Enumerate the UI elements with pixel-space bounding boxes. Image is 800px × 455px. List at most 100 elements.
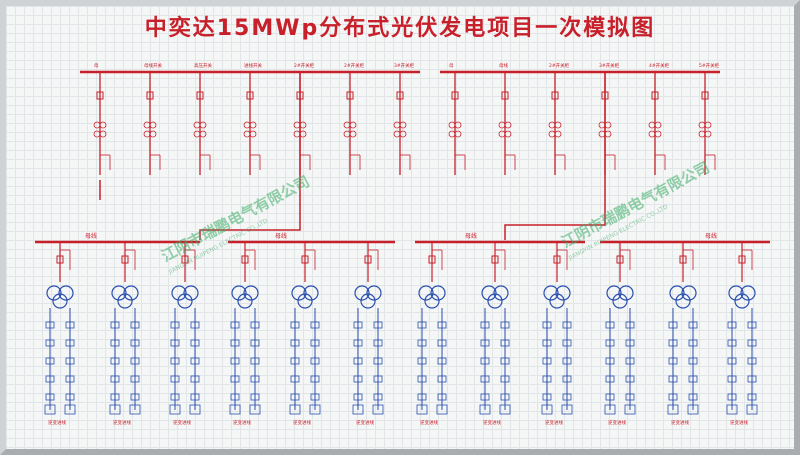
unit-caption: 逆变进线: [730, 419, 748, 426]
device-symbol: [562, 339, 572, 347]
device-symbol: [500, 339, 510, 347]
inverter-block: [189, 404, 201, 415]
device-symbol: [310, 339, 320, 347]
device-symbol: [605, 357, 615, 365]
device-symbol: [130, 339, 140, 347]
ct-symbol: [93, 121, 101, 129]
device-symbol: [45, 357, 55, 365]
feeder-label: 3#开关柜: [394, 62, 415, 69]
device-symbol: [190, 339, 200, 347]
feeder-bay: 高压开关: [193, 62, 212, 175]
device-symbol: [110, 339, 120, 347]
ct-symbol: [504, 130, 512, 138]
inverter-block: [169, 404, 181, 415]
device-symbol: [688, 321, 698, 329]
inverter-block: [624, 404, 636, 415]
tie-lines: [199, 72, 606, 240]
device-symbol: [500, 357, 510, 365]
inverter-block: [561, 404, 573, 415]
device-symbol: [668, 339, 678, 347]
inverter-unit: 逆变进线: [479, 242, 511, 426]
transformer-winding: [675, 293, 691, 309]
ct-symbol: [199, 130, 207, 138]
device-symbol: [417, 339, 427, 347]
unit-caption: 逆变进线: [233, 419, 251, 426]
ct-symbol: [598, 130, 606, 138]
feeder-bay: 2#开关柜: [548, 62, 570, 175]
ct-symbol: [349, 130, 357, 138]
device-symbol: [310, 357, 320, 365]
breaker-symbol: [501, 91, 509, 100]
inverter-block: [129, 404, 141, 415]
breaker-symbol: [491, 255, 499, 264]
transformer-winding: [297, 293, 313, 309]
device-symbol: [373, 393, 383, 401]
device-symbol: [437, 321, 447, 329]
device-symbol: [310, 321, 320, 329]
inverter-block: [541, 404, 553, 415]
device-symbol: [353, 393, 363, 401]
ct-symbol: [299, 130, 307, 138]
device-symbol: [353, 339, 363, 347]
device-symbol: [625, 321, 635, 329]
device-symbol: [542, 321, 552, 329]
ct-symbol: [548, 121, 556, 129]
device-symbol: [727, 321, 737, 329]
transformer-winding: [493, 285, 509, 301]
ct-symbol: [504, 121, 512, 129]
feeder-bay: 2#开关柜: [293, 62, 315, 175]
ct-symbol: [704, 121, 712, 129]
watermark-right: 江阴市瑞鹏电气有限公司: [558, 158, 712, 251]
ct-symbol: [498, 121, 506, 129]
bus-label: 母线: [465, 232, 477, 240]
device-symbol: [480, 339, 490, 347]
feeder-bay: 5#开关柜: [698, 62, 720, 175]
device-symbol: [250, 357, 260, 365]
transformer-winding: [734, 293, 750, 309]
device-symbol: [727, 339, 737, 347]
device-symbol: [290, 321, 300, 329]
ct-symbol: [349, 121, 357, 129]
breaker-symbol: [121, 255, 129, 264]
ct-symbol: [448, 130, 456, 138]
breaker-symbol: [181, 255, 189, 264]
feeder-bay: 进线开关: [243, 62, 262, 175]
ct-symbol: [554, 121, 562, 129]
device-symbol: [373, 357, 383, 365]
transformer-winding: [237, 293, 253, 309]
transformer-winding: [618, 285, 634, 301]
transformer-winding: [231, 285, 247, 301]
ct-symbol: [293, 121, 301, 129]
ct-symbol: [704, 130, 712, 138]
device-symbol: [130, 393, 140, 401]
inverter-block: [109, 404, 121, 415]
device-symbol: [562, 321, 572, 329]
transformer-winding: [360, 293, 376, 309]
device-symbol: [45, 339, 55, 347]
breaker-symbol: [616, 255, 624, 264]
device-symbol: [417, 321, 427, 329]
breaker-symbol: [553, 255, 561, 264]
device-symbol: [310, 375, 320, 383]
inverter-unit: 逆变进线: [604, 242, 636, 426]
breaker-symbol: [96, 91, 104, 100]
device-symbol: [310, 393, 320, 401]
breaker-symbol: [146, 91, 154, 100]
device-symbol: [230, 339, 240, 347]
inverter-unit: 逆变进线: [726, 242, 758, 426]
ct-symbol: [548, 130, 556, 138]
diagram-title: 中奕达15MWp分布式光伏发电项目一次模拟图: [144, 16, 656, 41]
ct-symbol: [648, 130, 656, 138]
ct-symbol: [193, 121, 201, 129]
device-symbol: [688, 357, 698, 365]
unit-caption: 逆变进线: [113, 419, 131, 426]
inverter-block: [499, 404, 511, 415]
breaker-symbol: [396, 91, 404, 100]
ct-symbol: [343, 130, 351, 138]
device-symbol: [417, 357, 427, 365]
inverter-block: [687, 404, 699, 415]
unit-caption: 逆变进线: [545, 419, 563, 426]
device-symbol: [605, 393, 615, 401]
